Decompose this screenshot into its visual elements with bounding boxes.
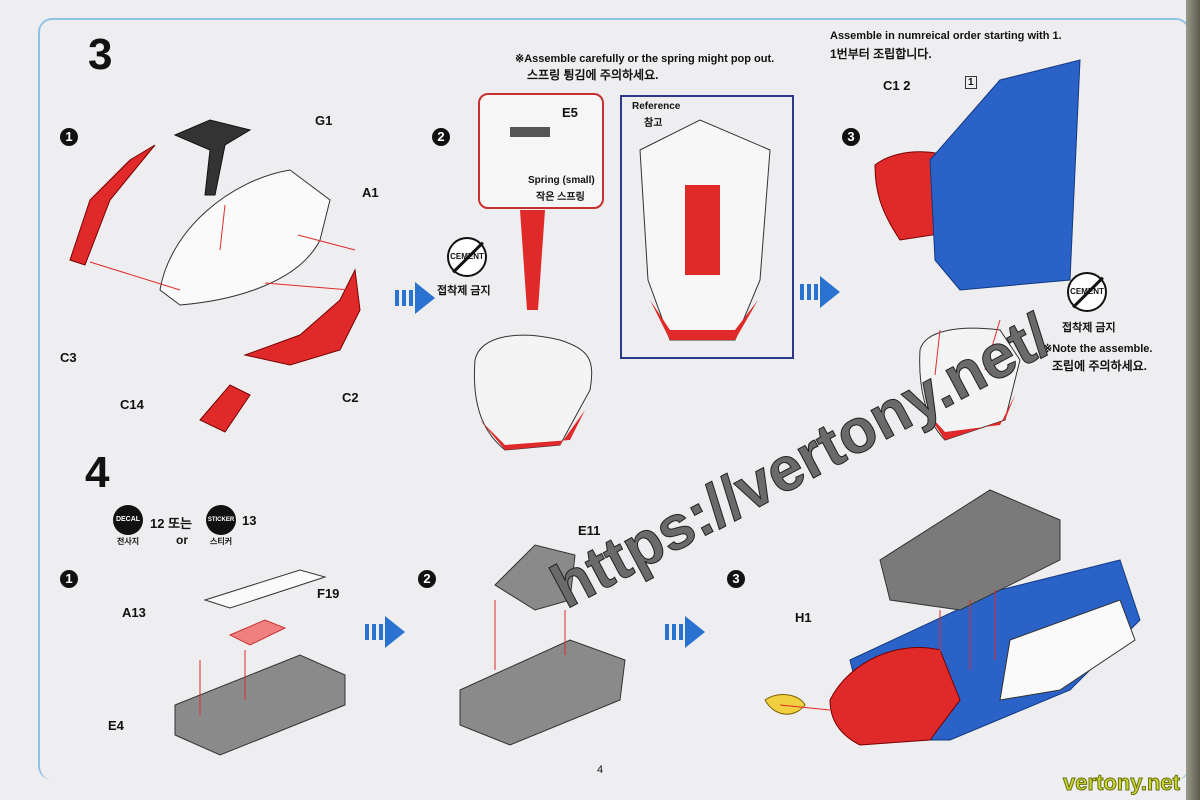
- no-cement-label: 접착제 금지: [1062, 322, 1116, 334]
- label-box-1: 1: [965, 76, 977, 89]
- part-e11: [494, 544, 576, 611]
- step-3-number: 3: [88, 30, 113, 79]
- spring-detail-box: E5 Spring (small) 작은 스프링: [478, 93, 604, 209]
- sticker-number: 13: [242, 513, 257, 528]
- reference-box: Reference 참고: [620, 95, 794, 359]
- assemble-note-ko: 조립에 주의하세요.: [1052, 359, 1147, 373]
- part-e4-assembly: [459, 639, 626, 746]
- part-g1: [173, 119, 252, 196]
- next-step-arrow: [395, 282, 435, 314]
- sticker-badge: STICKER: [206, 505, 236, 535]
- label-a13: A13: [122, 605, 146, 620]
- reference-en: Reference: [632, 101, 681, 112]
- sticker-ko: 스티커: [210, 537, 233, 546]
- or-label: or: [176, 533, 188, 547]
- part-a13: [203, 569, 327, 609]
- next-step-arrow: [365, 616, 405, 648]
- hull-assembly-3: [919, 327, 1021, 441]
- order-note-en: Assemble in numreical order starting wit…: [830, 30, 1062, 42]
- label-a1: A1: [362, 185, 379, 200]
- part-c3: [69, 144, 156, 266]
- spring-label-en: Spring (small): [528, 175, 595, 186]
- order-note-ko: 1번부터 조립합니다.: [830, 47, 932, 61]
- next-step-arrow: [800, 276, 840, 308]
- label-e11: E11: [578, 523, 601, 538]
- part-a1-hull: [159, 169, 331, 306]
- brand-watermark: vertony.net: [1063, 770, 1181, 796]
- part-c2: [243, 268, 361, 366]
- decal-badge: DECAL: [113, 505, 143, 535]
- label-c3: C3: [60, 350, 77, 365]
- part-e5: [510, 127, 550, 137]
- step-4-number: 4: [85, 448, 110, 497]
- no-cement-icon: CEMENT: [1067, 272, 1107, 312]
- label-c1: C1 2: [883, 78, 911, 93]
- label-e4: E4: [108, 718, 124, 733]
- blue-hull: [929, 59, 1081, 291]
- assemble-note-en: ※Note the assemble.: [1043, 343, 1153, 355]
- part-f19: [228, 619, 287, 646]
- substep-4-3-marker: 3: [727, 570, 745, 588]
- part-c14: [199, 384, 251, 433]
- spring-note-en: ※Assemble carefully or the spring might …: [515, 53, 775, 65]
- page-number: 4: [597, 764, 604, 776]
- spring-note-ko: 스프링 튕김에 주의하세요.: [527, 68, 659, 82]
- label-h1: H1: [795, 610, 812, 625]
- decal-number: 12 또는: [150, 516, 192, 531]
- part-e4: [174, 654, 346, 756]
- label-c14: C14: [120, 397, 144, 412]
- substep-4-1-marker: 1: [60, 570, 78, 588]
- substep-4-2-marker: 2: [418, 570, 436, 588]
- decal-ko: 전사지: [117, 537, 140, 546]
- part-e-top: [879, 489, 1061, 611]
- label-g1: G1: [315, 113, 333, 128]
- reference-ko: 참고: [644, 118, 663, 129]
- substep-3-1-marker: 1: [60, 128, 78, 146]
- substep-3-2-marker: 2: [432, 128, 450, 146]
- label-f19: F19: [317, 586, 340, 601]
- label-e5: E5: [562, 105, 578, 120]
- spring-label-ko: 작은 스프링: [536, 192, 585, 203]
- next-step-arrow: [665, 616, 705, 648]
- binding-edge: [1186, 0, 1200, 800]
- hull-assembly-2: [473, 334, 593, 451]
- label-c2: C2: [342, 390, 359, 405]
- no-cement-icon: CEMENT: [447, 237, 487, 277]
- part-h1: [764, 694, 806, 715]
- substep-3-3-marker: 3: [842, 128, 860, 146]
- no-cement-label: 접착제 금지: [437, 285, 491, 297]
